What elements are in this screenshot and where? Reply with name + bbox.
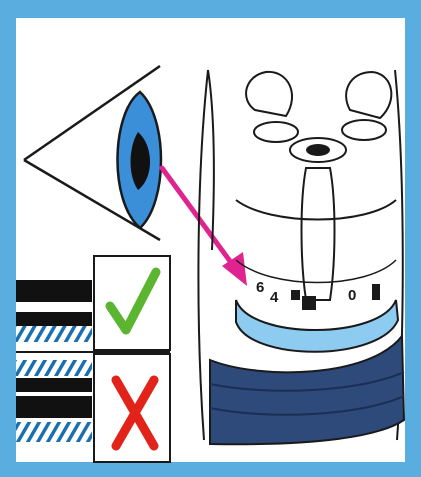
comparison-table xyxy=(16,256,170,462)
comparison-row-correct xyxy=(16,256,170,350)
frame-bottom xyxy=(0,462,421,477)
scale-mark-4: 4 xyxy=(270,289,279,306)
frame-right xyxy=(405,0,421,477)
scale-mark-0: 0 xyxy=(348,287,356,304)
scale-mark-6: 6 xyxy=(256,279,264,296)
frame-top xyxy=(0,0,421,18)
comparison-row-incorrect xyxy=(16,354,170,462)
device-nozzle xyxy=(302,168,335,300)
frame-left xyxy=(0,0,16,477)
